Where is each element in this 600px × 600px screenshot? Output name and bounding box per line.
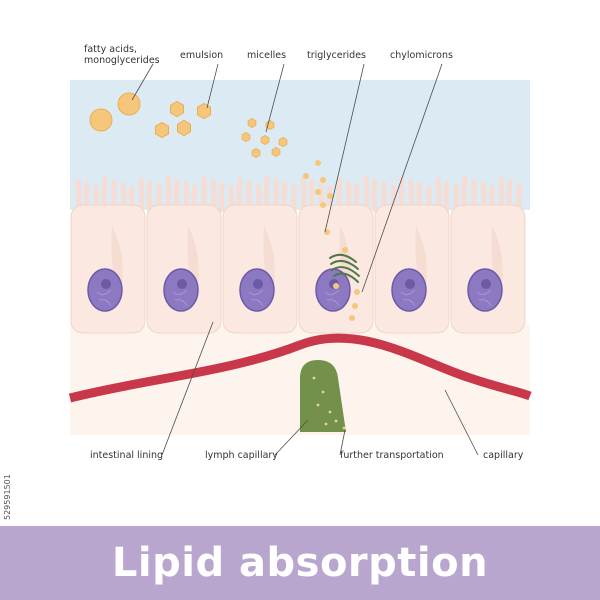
chromatin bbox=[172, 289, 188, 307]
micelle bbox=[247, 118, 257, 128]
micelle-particles bbox=[241, 118, 288, 158]
emulsion-droplet bbox=[197, 102, 211, 120]
label-fatty-acids-line1: fatty acids, bbox=[84, 44, 137, 55]
micelle bbox=[271, 147, 281, 157]
page-title: Lipid absorption bbox=[111, 540, 489, 586]
label-chylomicrons: chylomicrons bbox=[390, 50, 453, 61]
microvillus bbox=[300, 176, 307, 213]
triglyceride bbox=[342, 247, 348, 253]
microvillus bbox=[363, 175, 369, 213]
nucleolus bbox=[405, 279, 415, 289]
microvillus bbox=[146, 180, 153, 213]
golgi-apparatus bbox=[329, 253, 360, 283]
cell-fold bbox=[491, 225, 503, 285]
fatty-acid-droplets bbox=[89, 92, 141, 132]
label-lymph-capillary: lymph capillary bbox=[205, 450, 278, 461]
chromatin bbox=[96, 289, 112, 307]
triglyceride bbox=[315, 189, 321, 195]
emulsion-droplet bbox=[177, 119, 191, 137]
microvillus bbox=[138, 177, 144, 213]
triglyceride bbox=[303, 173, 309, 179]
label-intestinal-lining: intestinal lining bbox=[90, 450, 163, 461]
triglyceride-particles bbox=[303, 160, 360, 321]
stock-id: 529591501 bbox=[3, 474, 12, 520]
cell-fold bbox=[263, 225, 275, 285]
nucleus bbox=[391, 268, 427, 312]
chromatin bbox=[324, 289, 340, 307]
label-fatty-acids-line2: monoglycerides bbox=[84, 55, 160, 66]
epithelial-cells bbox=[70, 204, 526, 334]
nucleolus bbox=[253, 279, 263, 289]
microvillus bbox=[219, 182, 225, 213]
micelle bbox=[241, 132, 251, 142]
nucleus bbox=[467, 268, 503, 312]
label-triglycerides: triglycerides bbox=[307, 50, 366, 61]
triglyceride bbox=[349, 315, 355, 321]
cell-fold bbox=[415, 225, 427, 285]
chromatin bbox=[400, 289, 416, 307]
title-banner: Lipid absorption bbox=[0, 526, 600, 600]
emulsion-droplet bbox=[155, 121, 169, 139]
microvillus bbox=[444, 180, 450, 213]
nucleus bbox=[239, 268, 275, 312]
nucleus bbox=[87, 268, 123, 312]
micelle bbox=[260, 135, 270, 145]
leader-lines bbox=[131, 63, 479, 456]
chromatin bbox=[476, 289, 492, 307]
intestinal-lumen bbox=[70, 80, 530, 210]
nucleolus bbox=[481, 279, 491, 289]
triglyceride bbox=[324, 229, 330, 235]
nucleolus bbox=[177, 279, 187, 289]
nucleus bbox=[163, 268, 199, 312]
nucleolus bbox=[101, 279, 111, 289]
label-micelles: micelles bbox=[247, 50, 286, 61]
triglyceride bbox=[352, 303, 358, 309]
triglyceride bbox=[315, 160, 321, 166]
triglyceride bbox=[333, 283, 339, 289]
microvillus bbox=[371, 178, 378, 213]
triglyceride bbox=[320, 202, 326, 208]
lymph-chylomicrons bbox=[312, 376, 346, 430]
micelle bbox=[251, 148, 261, 158]
emulsion-droplet bbox=[170, 100, 184, 118]
cell-fold bbox=[187, 225, 199, 285]
triglyceride bbox=[327, 193, 333, 199]
label-capillary: capillary bbox=[483, 450, 524, 461]
cell-fold bbox=[111, 225, 123, 285]
nucleus bbox=[315, 268, 351, 312]
triglyceride bbox=[354, 289, 360, 295]
chromatin bbox=[248, 289, 264, 307]
triglyceride bbox=[320, 177, 326, 183]
micelle bbox=[278, 137, 288, 147]
lymph-capillary-vessel bbox=[300, 360, 346, 432]
label-further-transportation: further transportation bbox=[340, 450, 444, 461]
label-emulsion: emulsion bbox=[180, 50, 223, 61]
blood-capillary bbox=[68, 333, 532, 403]
